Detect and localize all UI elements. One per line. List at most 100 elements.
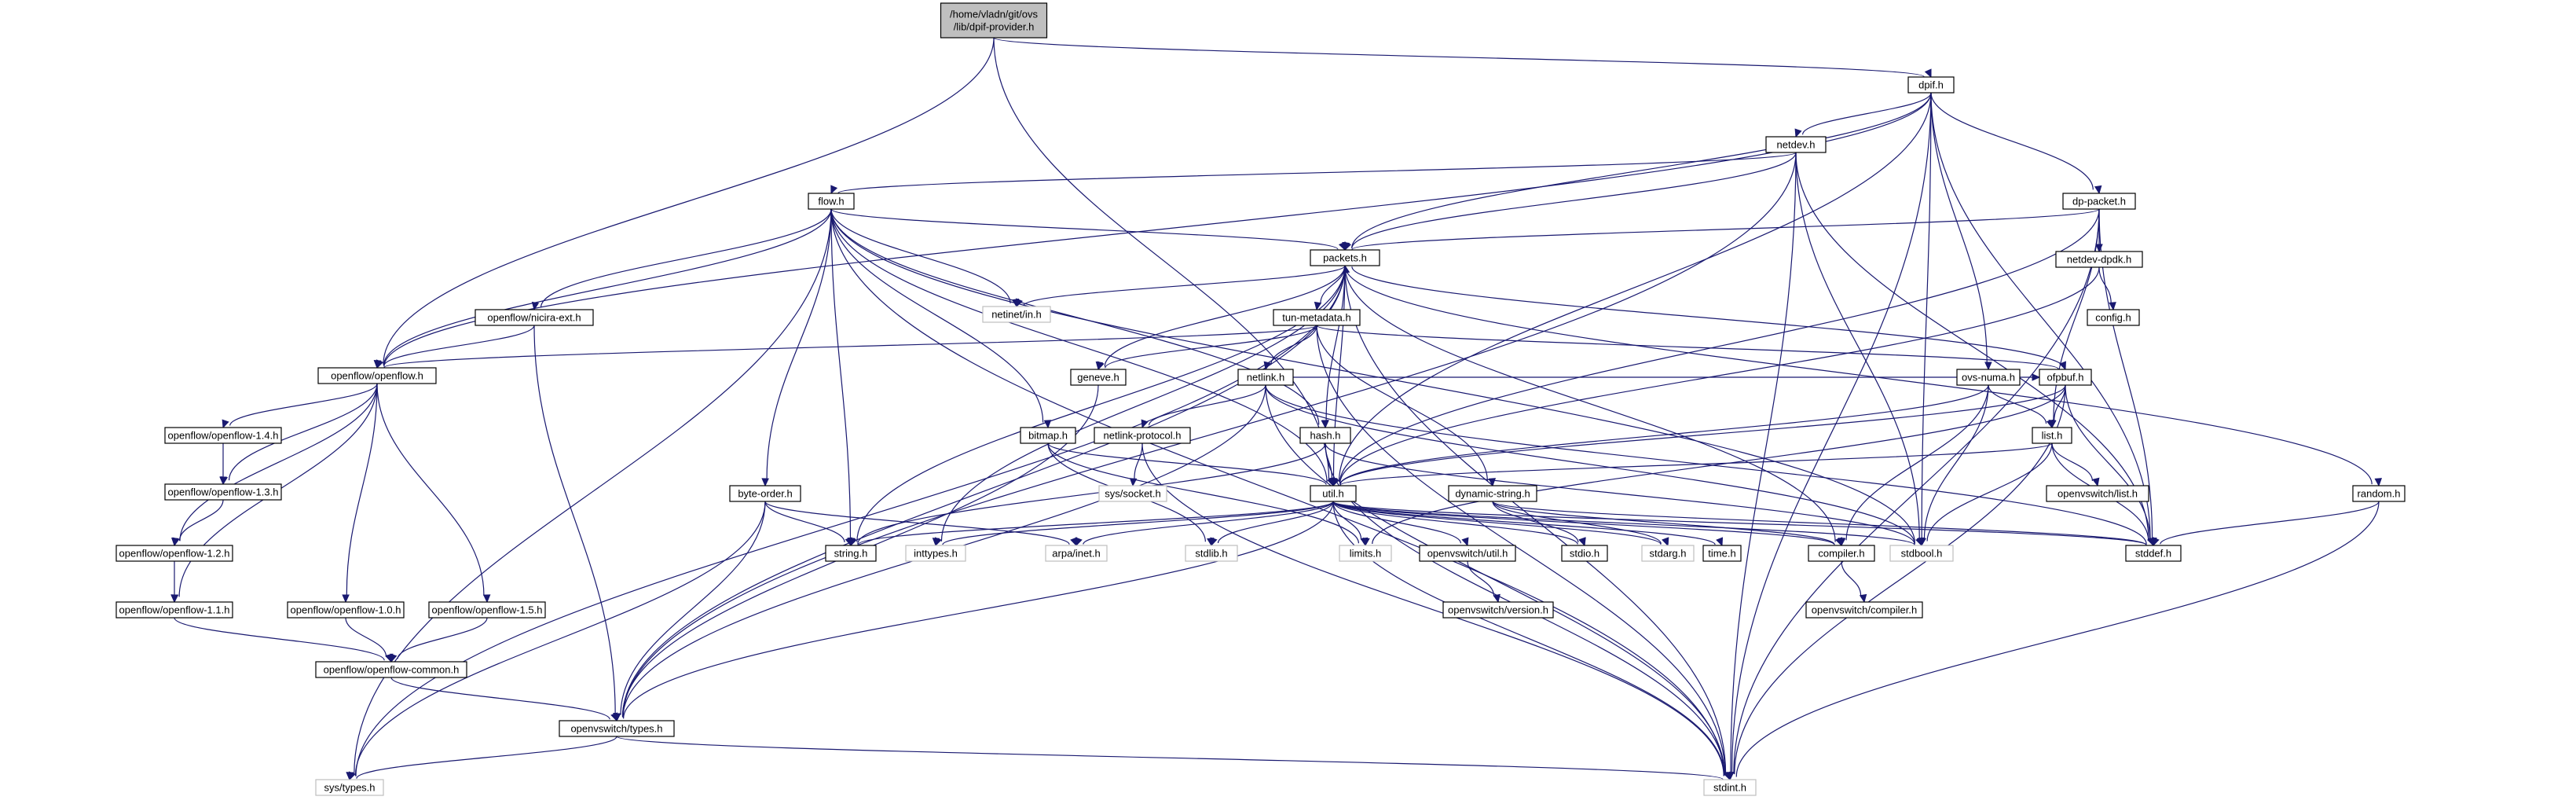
edge-line xyxy=(1332,501,1578,545)
node-compiler[interactable]: compiler.h xyxy=(1808,545,1875,562)
node-limits: limits.h xyxy=(1339,545,1392,562)
node-config[interactable]: config.h xyxy=(2087,309,2140,326)
node-box xyxy=(1907,76,1955,94)
node-box xyxy=(1808,545,1875,562)
node-ovstypes[interactable]: openvswitch/types.h xyxy=(559,720,675,737)
edge-dpif-to-util xyxy=(1329,92,1932,487)
node-ofpbuf[interactable]: ofpbuf.h xyxy=(2039,369,2092,386)
edge-line xyxy=(1105,325,1317,369)
edge-line xyxy=(1023,265,1346,307)
edge-line xyxy=(1332,501,1462,544)
edge-line xyxy=(830,208,1328,483)
node-label: sys/socket.h xyxy=(1105,488,1161,500)
edge-line xyxy=(355,265,1346,776)
edge-flow-to-stringh xyxy=(830,208,855,547)
node-ovsversion[interactable]: openvswitch/version.h xyxy=(1442,601,1554,619)
node-ovsutil[interactable]: openvswitch/util.h xyxy=(1419,545,1516,562)
edge-netdevdpdk-to-config xyxy=(2098,266,2116,311)
node-label: netdev.h xyxy=(1777,139,1816,151)
node-dppacket[interactable]: dp-packet.h xyxy=(2062,193,2136,210)
node-nicira[interactable]: openflow/nicira-ext.h xyxy=(475,309,594,326)
edge-arrowhead xyxy=(1360,537,1369,547)
node-stddef[interactable]: stddef.h xyxy=(2125,545,2182,562)
node-geneve[interactable]: geneve.h xyxy=(1070,369,1127,386)
node-label: time.h xyxy=(1708,548,1735,560)
node-packets[interactable]: packets.h xyxy=(1310,249,1380,266)
node-dynstr[interactable]: dynamic-string.h xyxy=(1448,485,1537,502)
node-label: openflow/openflow-1.1.h xyxy=(119,604,230,616)
node-openflow[interactable]: openflow/openflow.h xyxy=(317,367,437,384)
edge-flow-to-packets xyxy=(830,208,1346,251)
node-of11[interactable]: openflow/openflow-1.1.h xyxy=(115,601,233,619)
edge-line xyxy=(1795,152,2149,541)
node-of12[interactable]: openflow/openflow-1.2.h xyxy=(115,545,233,562)
edge-arrowhead xyxy=(1984,362,1992,371)
edge-line xyxy=(1492,501,1835,545)
edge-line xyxy=(1372,384,2066,544)
edge-dynstr-to-stddef xyxy=(1492,501,2154,547)
edge-arrowhead xyxy=(1210,537,1218,547)
edge-line xyxy=(993,37,1925,78)
edge-line xyxy=(228,383,378,481)
node-hash[interactable]: hash.h xyxy=(1299,427,1351,444)
edge-line xyxy=(2065,384,2151,540)
node-ofcommon[interactable]: openflow/openflow-common.h xyxy=(315,661,467,678)
node-tunmeta[interactable]: tun-metadata.h xyxy=(1273,309,1361,326)
node-netdev[interactable]: netdev.h xyxy=(1765,136,1827,153)
edge-line xyxy=(1134,442,1143,479)
edge-line xyxy=(1265,384,2147,545)
node-label: geneve.h xyxy=(1077,372,1119,384)
edge-arrowhead xyxy=(1016,298,1024,308)
node-listh[interactable]: list.h xyxy=(2032,427,2072,444)
node-of14[interactable]: openflow/openflow-1.4.h xyxy=(164,427,282,444)
node-nlproto[interactable]: netlink-protocol.h xyxy=(1094,427,1191,444)
edge-arrowhead xyxy=(830,185,838,195)
node-random[interactable]: random.h xyxy=(2352,485,2406,502)
edge-arrowhead xyxy=(1915,537,1923,547)
edge-line xyxy=(345,617,387,657)
edge-line xyxy=(354,208,832,775)
node-label: stdlib.h xyxy=(1195,548,1227,560)
node-of13[interactable]: openflow/openflow-1.3.h xyxy=(164,483,282,501)
edge-line xyxy=(1730,152,1797,773)
edge-line xyxy=(1316,325,1488,481)
node-ovsnuma[interactable]: ovs-numa.h xyxy=(1956,369,2021,386)
edge-random-to-stddef xyxy=(2152,501,2380,547)
node-timeh[interactable]: time.h xyxy=(1702,545,1742,562)
edge-arrowhead xyxy=(1344,241,1352,251)
edge-line xyxy=(1339,384,1989,485)
edge-line xyxy=(764,501,845,543)
edge-line xyxy=(1344,265,1836,542)
edge-line xyxy=(1801,92,1932,135)
node-box xyxy=(475,309,594,326)
node-ovscompiler[interactable]: openvswitch/compiler.h xyxy=(1805,601,1923,619)
edge-arrowhead xyxy=(2032,373,2041,381)
node-label: inttypes.h xyxy=(914,548,958,560)
node-util[interactable]: util.h xyxy=(1310,485,1357,502)
node-stringh[interactable]: string.h xyxy=(825,545,877,562)
edge-line xyxy=(383,37,995,365)
node-byteorder[interactable]: byte-order.h xyxy=(729,485,801,502)
edge-line xyxy=(397,617,488,659)
node-bitmap[interactable]: bitmap.h xyxy=(1020,427,1076,444)
node-of10[interactable]: openflow/openflow-1.0.h xyxy=(287,601,405,619)
node-ovslist[interactable]: openvswitch/list.h xyxy=(2046,485,2149,502)
edge-arrowhead xyxy=(1263,361,1271,371)
edge-line xyxy=(533,325,616,714)
edge-netlink-to-stdbool xyxy=(1265,384,1925,547)
edge-arrowhead xyxy=(2094,185,2102,195)
edge-arrowhead xyxy=(376,359,383,369)
edge-dpif-to-dppacket xyxy=(1930,92,2102,195)
node-of15[interactable]: openflow/openflow-1.5.h xyxy=(428,601,546,619)
node-netlink[interactable]: netlink.h xyxy=(1237,369,1294,386)
node-netdevdpdk[interactable]: netdev-dpdk.h xyxy=(2055,251,2143,268)
node-dpif[interactable]: dpif.h xyxy=(1907,76,1955,94)
edge-line xyxy=(1795,152,1920,539)
edge-line xyxy=(179,383,378,542)
edge-dppacket-to-stdint xyxy=(1726,208,2100,781)
edge-arrowhead xyxy=(2049,420,2057,429)
node-label: dp-packet.h xyxy=(2072,196,2126,207)
node-stdio[interactable]: stdio.h xyxy=(1561,545,1608,562)
node-box xyxy=(1020,427,1076,444)
node-flow[interactable]: flow.h xyxy=(808,193,855,210)
